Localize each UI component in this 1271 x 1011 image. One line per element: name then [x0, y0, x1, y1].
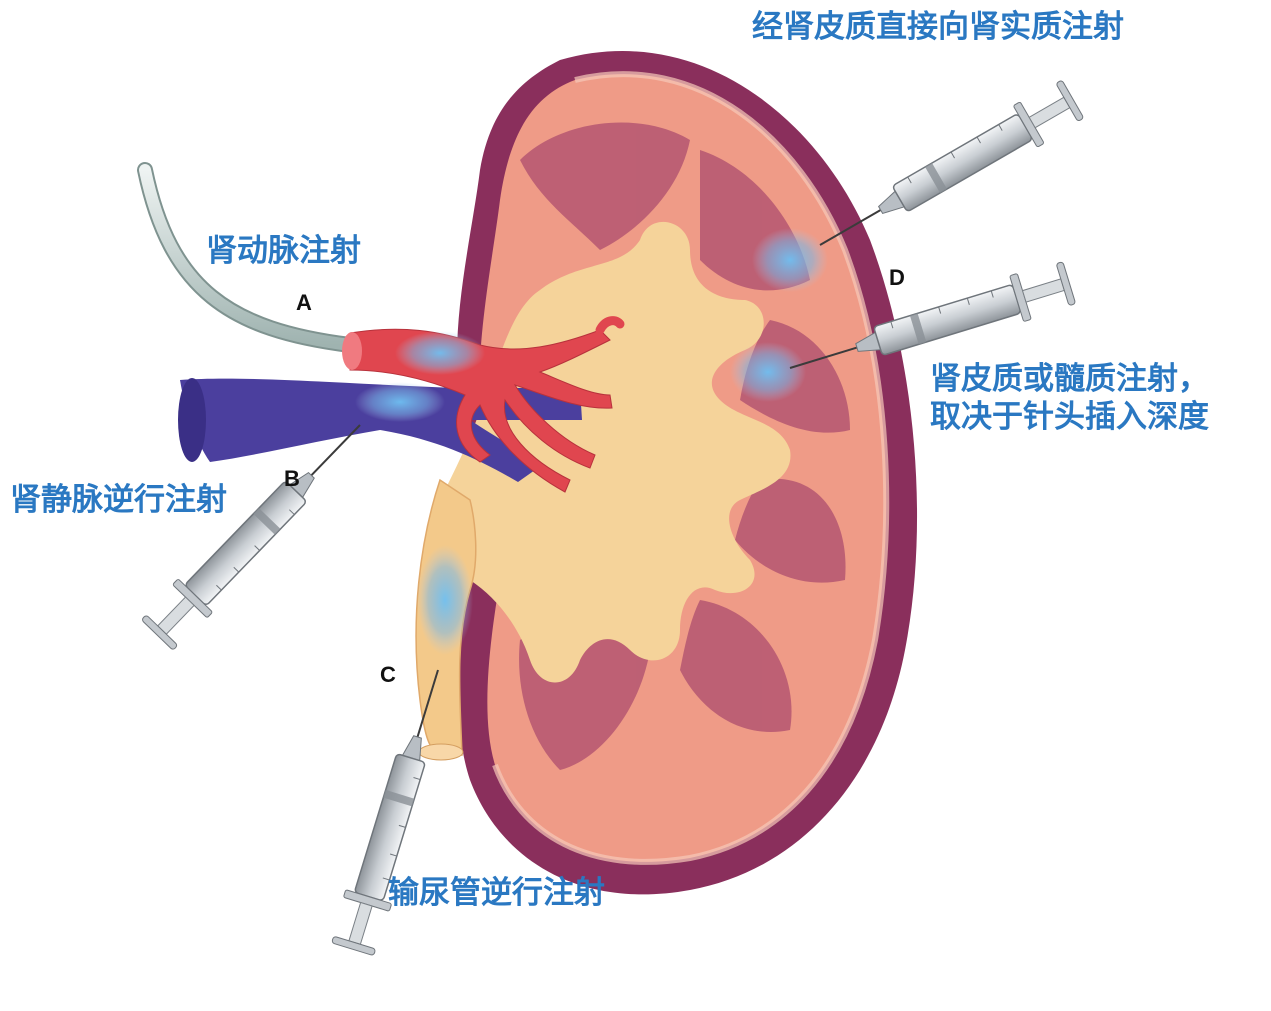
- renal-pelvis: [434, 221, 791, 683]
- label-vein-retrograde: 肾静脉逆行注射: [10, 482, 227, 518]
- letter-b: B: [284, 466, 300, 491]
- letter-c: C: [380, 662, 396, 687]
- label-cortex-medulla-line2: 取决于针头插入深度: [930, 399, 1209, 435]
- letter-a: A: [296, 290, 312, 315]
- label-direct-parenchyma: 经肾皮质直接向肾实质注射: [752, 9, 1124, 45]
- label-cortex-medulla-line1: 肾皮质或髓质注射，: [930, 361, 1209, 397]
- letter-d: D: [889, 265, 905, 290]
- label-ureter-retrograde: 输尿管逆行注射: [388, 875, 605, 911]
- label-cortex-medulla: 肾皮质或髓质注射， 取决于针头插入深度: [930, 360, 1209, 436]
- label-artery-injection: 肾动脉注射: [206, 233, 361, 269]
- injection-sites: [355, 228, 828, 655]
